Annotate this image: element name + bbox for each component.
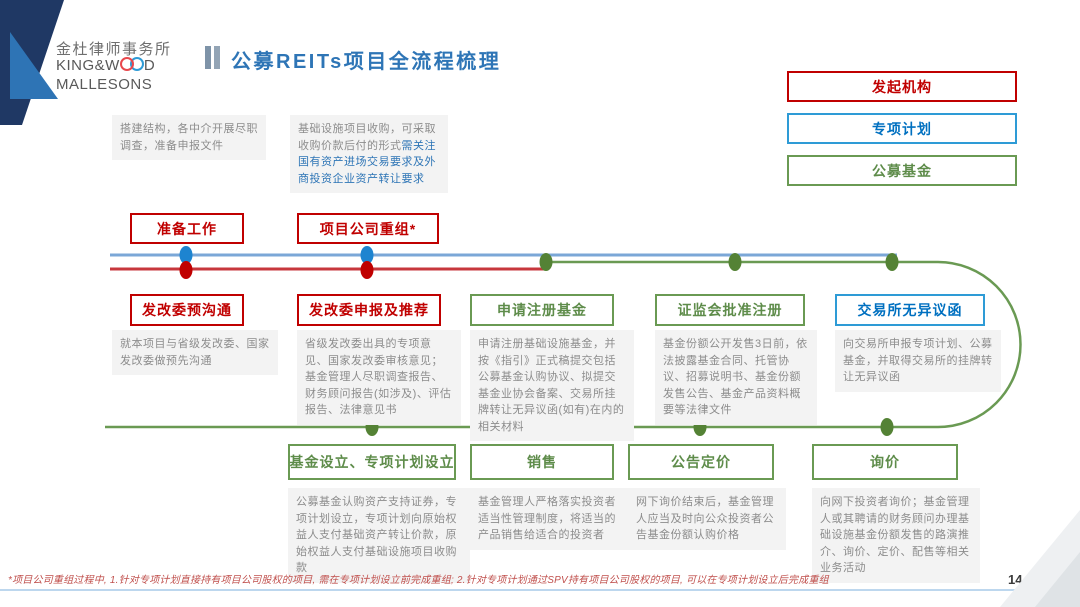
desc-exchange-noc: 向交易所申报专项计划、公募基金，并取得交易所的挂牌转让无异议函 bbox=[835, 330, 1001, 392]
dot-green-bottom-4 bbox=[880, 418, 894, 436]
legend-public-fund: 公募基金 bbox=[787, 155, 1017, 186]
stage-ndrc-precommunication: 发改委预沟通 bbox=[130, 294, 244, 326]
page-number: 14 bbox=[1008, 572, 1023, 587]
note-acquisition-blue: 需关注国有资产进场交易要求及外商投资企业资产转让要求 bbox=[298, 139, 436, 185]
logo-english-king-wood: KING&W bbox=[56, 57, 120, 74]
legend-special-plan: 专项计划 bbox=[787, 113, 1017, 144]
desc-csrc-approval: 基金份额公开发售3日前，依法披露基金合同、托管协议、招募说明书、基金份额发售公告… bbox=[655, 330, 817, 425]
dot-blue-2 bbox=[360, 246, 374, 264]
timeline-green-line bbox=[105, 260, 1022, 429]
desc-ndrc-precommunication: 就本项目与省级发改委、国家发改委做预先沟通 bbox=[112, 330, 278, 375]
stage-fund-registration: 申请注册基金 bbox=[470, 294, 614, 326]
desc-fund-registration: 申请注册基础设施基金，并按《指引》正式稿提交包括公募基金认购协议、拟提交基金业协… bbox=[470, 330, 634, 441]
desc-ndrc-filing: 省级发改委出具的专项意见、国家发改委审核意见；基金管理人尽职调查报告、财务顾问报… bbox=[297, 330, 461, 425]
logo-english-d: D bbox=[143, 57, 156, 74]
dot-blue-1 bbox=[179, 246, 193, 264]
title-accent-bars-icon bbox=[205, 46, 220, 69]
stage-price-announcement: 公告定价 bbox=[628, 444, 774, 480]
logo-o-red-icon bbox=[119, 57, 134, 71]
desc-sales: 基金管理人严格落实投资者适当性管理制度，将适当的产品销售给适合的投资者 bbox=[470, 488, 628, 550]
stage-fund-establishment: 基金设立、专项计划设立 bbox=[288, 444, 456, 480]
stage-ndrc-filing: 发改委申报及推荐 bbox=[297, 294, 441, 326]
dot-red-2 bbox=[360, 261, 374, 279]
stage-preparation: 准备工作 bbox=[130, 213, 244, 244]
footer-divider bbox=[0, 589, 1064, 591]
dot-green-top-3 bbox=[885, 253, 899, 271]
footnote: *项目公司重组过程中, 1.针对专项计划直接持有项目公司股权的项目, 需在专项计… bbox=[8, 575, 829, 586]
dot-green-top-2 bbox=[728, 253, 742, 271]
stage-inquiry: 询价 bbox=[812, 444, 958, 480]
logo-english-line1: KING&W D bbox=[56, 57, 155, 74]
corner-decoration-top-left bbox=[0, 0, 64, 125]
note-acquisition: 基础设施项目收购，可采取收购价款后付的形式需关注国有资产进场交易要求及外商投资企… bbox=[290, 115, 448, 193]
desc-inquiry: 向网下投资者询价；基金管理人或其聘请的财务顾问办理基础设施基金份额发售的路演推介… bbox=[812, 488, 980, 583]
corner-decoration-bottom-right bbox=[1000, 510, 1080, 607]
legend-sponsor: 发起机构 bbox=[787, 71, 1017, 102]
dot-green-top-1 bbox=[539, 253, 553, 271]
desc-fund-establishment: 公募基金认购资产支持证券，专项计划设立，专项计划向原始权益人支付基础资产转让价款… bbox=[288, 488, 470, 583]
stage-restructuring: 项目公司重组* bbox=[297, 213, 439, 244]
logo-chinese-name: 金杜律师事务所 bbox=[56, 41, 172, 58]
stage-csrc-approval: 证监会批准注册 bbox=[655, 294, 805, 326]
dot-red-1 bbox=[179, 261, 193, 279]
stage-exchange-noc: 交易所无异议函 bbox=[835, 294, 985, 326]
page-title: 公募REITs项目全流程梳理 bbox=[231, 51, 502, 73]
note-preparation: 搭建结构，各中介开展尽职调查，准备申报文件 bbox=[112, 115, 266, 160]
logo-english-line2: MALLESONS bbox=[56, 76, 153, 93]
note-acquisition-gray: 基础设施项目收购，可采取收购价款后付的形式 bbox=[298, 123, 436, 152]
desc-price-announcement: 网下询价结束后，基金管理人应当及时向公众投资者公告基金份额认购价格 bbox=[628, 488, 786, 550]
stage-sales: 销售 bbox=[470, 444, 614, 480]
